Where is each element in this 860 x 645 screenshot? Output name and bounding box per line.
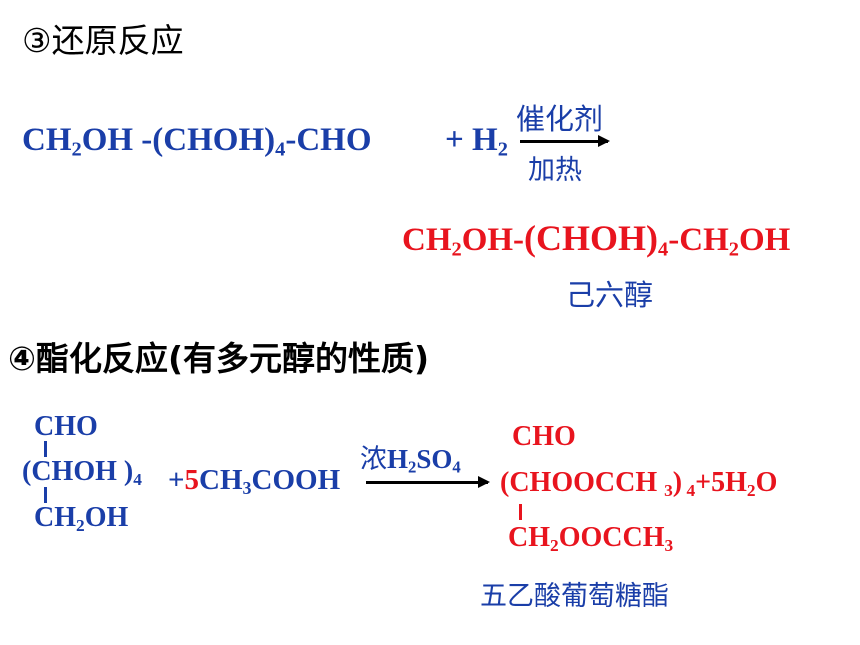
formula-text: + H [445, 122, 498, 158]
reduction-product: CH2OH-(CHOH)4-CH2OH [402, 218, 791, 260]
formula-text: CH [402, 222, 452, 258]
formula-subscript: 4 [133, 469, 142, 489]
reduction-reactant: CH2OH -(CHOH)4-CHO [22, 122, 372, 160]
acetic-acid: +5CH3COOH [168, 464, 341, 499]
formula-subscript: 2 [71, 138, 82, 161]
formula-subscript: 2 [76, 515, 85, 535]
formula-subscript: 3 [664, 480, 673, 500]
formula-subscript: 4 [452, 457, 461, 477]
formula-text: CH [508, 522, 550, 553]
formula-text: OH [84, 502, 129, 533]
formula-subscript: 2 [550, 535, 559, 555]
formula-text: H [387, 444, 409, 474]
product-name: 己六醇 [566, 278, 654, 312]
coefficient: 5 [184, 464, 200, 496]
plus-sign: + [168, 464, 185, 496]
glucose-middle: (CHOH )4 [22, 456, 142, 489]
bond-line [44, 487, 47, 503]
section-4-title: ④酯化反应(有多元醇的性质) [8, 339, 430, 378]
formula-subscript: 2 [728, 238, 739, 261]
bond-line [44, 441, 47, 457]
reaction-arrow [520, 135, 610, 147]
formula-subscript: 2 [408, 457, 417, 477]
formula-subscript: 3 [242, 478, 252, 499]
heating-label: 加热 [528, 155, 582, 186]
sulfuric-acid-label: 浓H2SO4 [360, 444, 461, 476]
formula-subscript: 4 [275, 138, 286, 161]
formula-text: CH [34, 502, 76, 533]
formula-text: OH- [461, 222, 525, 258]
formula-text: COOH [251, 464, 341, 496]
formula-text: 5 [711, 467, 726, 498]
catalyst-label: 催化剂 [516, 102, 604, 136]
ester-middle: (CHOOCCH 3) 4+5H2O [500, 467, 778, 500]
formula-text: O [755, 467, 778, 498]
formula-subscript: 2 [497, 138, 508, 161]
formula-text: (CHOH ) [22, 456, 134, 487]
ester-bottom: CH2OOCCH3 [508, 522, 674, 555]
bond-line [519, 504, 522, 520]
formula-text: OH [738, 222, 791, 258]
formula-text: OOCCH [558, 522, 665, 553]
formula-text: OH -(CHOH) [81, 122, 276, 158]
formula-text: SO [416, 444, 453, 474]
formula-text: (CHOH) [524, 218, 659, 258]
ester-top: CHO [512, 421, 576, 452]
formula-subscript: 3 [664, 535, 674, 555]
section-3-title: ③还原反应 [22, 21, 184, 60]
formula-text: H [725, 467, 747, 498]
formula-text: (CHOOCCH [500, 467, 665, 498]
glucose-bottom: CH2OH [34, 502, 129, 535]
hydrogen-reactant: + H2 [445, 122, 508, 160]
formula-text: ) [672, 467, 683, 498]
formula-subscript: 2 [451, 238, 462, 261]
formula-subscript: 4 [682, 480, 696, 500]
formula-text: 浓 [360, 444, 387, 475]
formula-text: -CHO [285, 122, 372, 158]
formula-text: -CH [668, 222, 729, 258]
formula-text: CH [199, 464, 243, 496]
reaction-arrow [366, 476, 490, 488]
formula-text: CH [22, 122, 72, 158]
glucose-top: CHO [34, 411, 98, 442]
formula-subscript: 2 [746, 480, 756, 500]
formula-text: + [695, 467, 712, 498]
ester-name: 五乙酸葡萄糖酯 [480, 581, 669, 612]
formula-subscript: 4 [658, 238, 669, 261]
